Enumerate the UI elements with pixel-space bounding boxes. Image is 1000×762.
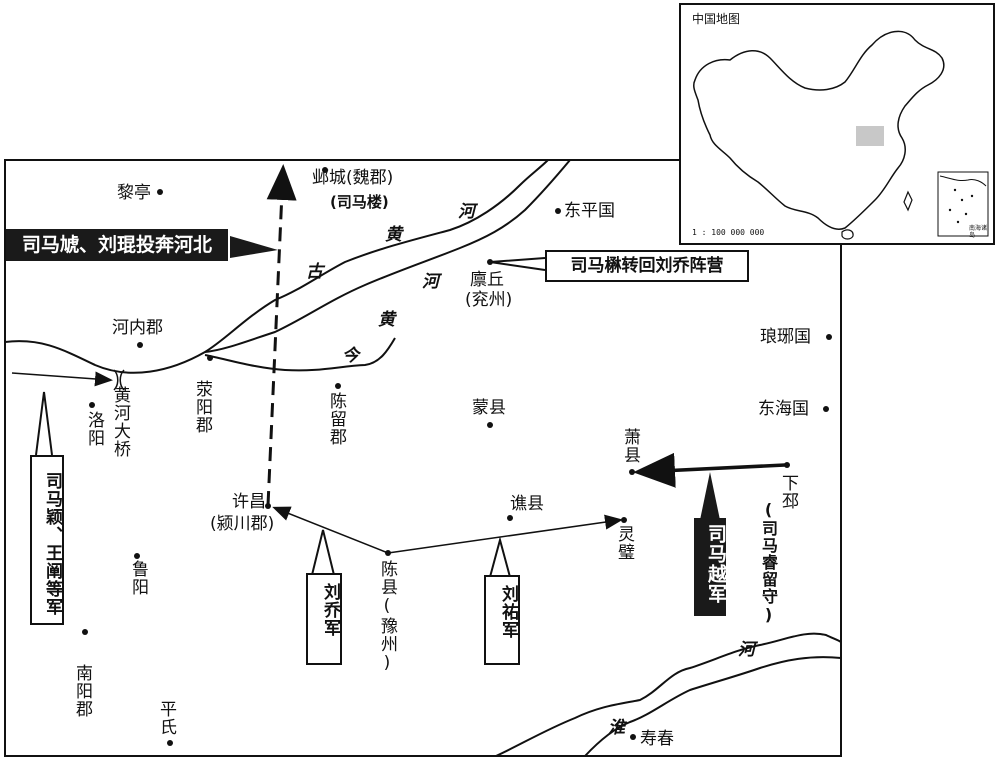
dot-lizheng: [157, 189, 163, 195]
south-sea-islands: [948, 188, 974, 224]
label-xiapi: 下邳: [778, 474, 798, 510]
china-outline: [693, 30, 945, 230]
ancient-yellow-river-south-bank: [204, 159, 571, 353]
label-lingqiu: 廪丘: [470, 270, 504, 290]
ancient-yellow-river-north-bank: [4, 159, 549, 374]
label-shouchun: 寿春: [640, 729, 674, 749]
callout-sima-yue: 司马越军: [694, 518, 727, 616]
dot-xuchang: [265, 503, 271, 509]
inset-highlight-region: [856, 126, 884, 146]
label-xiaoxian: 萧县: [620, 428, 640, 464]
label-heneijun: 河内郡: [112, 318, 163, 338]
route-chenxian-xuchang: [272, 506, 389, 554]
river-label-jin: 今: [342, 346, 359, 366]
dot-donghai: [823, 406, 829, 412]
label-xuchang-note: (颍川郡): [210, 514, 275, 534]
bridge-symbol: [113, 369, 125, 391]
route-west-to-bridge: [11, 371, 113, 387]
present-yellow-river: [204, 337, 396, 372]
river-label-gu: 古: [306, 262, 323, 282]
callout-pointer-sima-yue: [700, 472, 720, 520]
dot-xingyang: [207, 355, 213, 361]
label-chenliu: 陈留郡: [326, 392, 346, 446]
dot-luyang: [134, 553, 140, 559]
label-luoyang: 洛阳: [84, 411, 104, 447]
inset-title: 中国地图: [692, 12, 741, 26]
dot-langya: [826, 334, 832, 340]
callout-liu-you: 刘祐军: [484, 575, 520, 665]
dot-yecheng: [322, 167, 328, 173]
huai-river-south-bank: [584, 656, 842, 757]
river-label-huang-1: 黄: [385, 225, 402, 245]
callout-sima-ying: 司马颖、王阐等军: [30, 455, 64, 625]
dot-chenliu: [335, 383, 341, 389]
route-chenxian-lingbi: [387, 514, 623, 554]
label-xuchang: 许昌: [232, 492, 266, 512]
river-label-huai: 淮: [608, 718, 625, 738]
callout-liu-qiao: 刘乔军: [306, 573, 342, 665]
hainan-island: [841, 229, 854, 240]
label-xiapi-note: (司马睿留守): [759, 500, 778, 625]
south-sea-label: 南海诸岛: [969, 225, 988, 239]
dot-lingbi: [621, 517, 627, 523]
label-yecheng-note: (司马楼): [330, 193, 389, 211]
dot-lingqiu: [487, 259, 493, 265]
label-chenxian: 陈县(豫州): [377, 560, 397, 674]
river-label-he-2: 河: [422, 272, 439, 292]
callout-sima-mao: 司马楙转回刘乔阵营: [545, 250, 749, 282]
label-dongping: 东平国: [564, 201, 615, 221]
south-sea-box: [937, 171, 989, 237]
inset-scale: 1 : 100 000 000: [692, 228, 765, 237]
dot-luoyang: [89, 402, 95, 408]
dot-qiaoxian: [507, 515, 513, 521]
label-lingqiu-note: (兖州): [465, 290, 513, 310]
callout-pointer-liu-you: [489, 536, 511, 578]
label-luyang: 鲁阳: [128, 560, 148, 596]
river-label-huang-2: 黄: [378, 310, 395, 330]
taiwan-island: [903, 190, 913, 212]
dot-mengxian: [487, 422, 493, 428]
route-xuchang-north: [266, 164, 297, 506]
dot-dongping: [555, 208, 561, 214]
label-qiaoxian: 谯县: [510, 494, 544, 514]
label-nanyang: 南阳郡: [72, 664, 92, 718]
callout-pointer-sima-ying: [35, 391, 53, 456]
route-xiapi-xiaoxian: [633, 452, 786, 488]
label-mengxian: 蒙县: [472, 398, 506, 418]
label-yecheng: 邺城(魏郡): [312, 168, 394, 188]
south-sea-coast: [939, 175, 987, 187]
dot-pingshi: [167, 740, 173, 746]
callout-sima-teng: 司马虓、刘琨投奔河北: [6, 229, 228, 261]
label-lizheng: 黎亭: [117, 183, 151, 203]
label-pingshi: 平氏: [156, 700, 176, 736]
dot-heneijun: [137, 342, 143, 348]
label-donghai: 东海国: [758, 399, 809, 419]
huai-river-north-bank: [495, 632, 842, 757]
label-xingyang: 荥阳郡: [192, 380, 212, 434]
dot-xiaoxian: [629, 469, 635, 475]
callout-pointer-sima-teng: [230, 236, 278, 258]
dot-nanyang: [82, 629, 88, 635]
river-label-he-upper: 河: [458, 202, 475, 222]
dot-shouchun: [630, 734, 636, 740]
dot-chenxian: [385, 550, 391, 556]
label-langya: 琅琊国: [760, 327, 811, 347]
dot-xiapi: [784, 462, 790, 468]
label-lingbi: 灵璧: [614, 525, 634, 561]
callout-pointer-liu-qiao: [311, 529, 335, 576]
river-label-he-lower: 河: [738, 640, 755, 660]
label-huanghe-bridge: 黄河大桥: [110, 386, 130, 458]
